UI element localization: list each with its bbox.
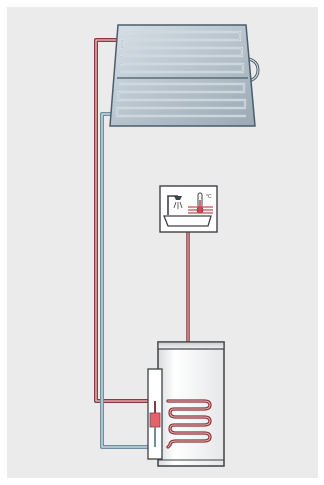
temperature-unit-label: °C <box>206 194 212 200</box>
heat-exchanger-coil <box>166 399 212 449</box>
control-unit-icon: °C <box>159 185 218 233</box>
solar-collector-icon <box>109 24 256 127</box>
hot-water-tank <box>157 341 225 467</box>
pump-station-icon <box>147 368 163 460</box>
hot-water-tank-icon <box>157 341 225 467</box>
control-unit: °C <box>159 185 218 233</box>
solar-collector <box>109 24 256 127</box>
pump-station <box>147 368 163 460</box>
